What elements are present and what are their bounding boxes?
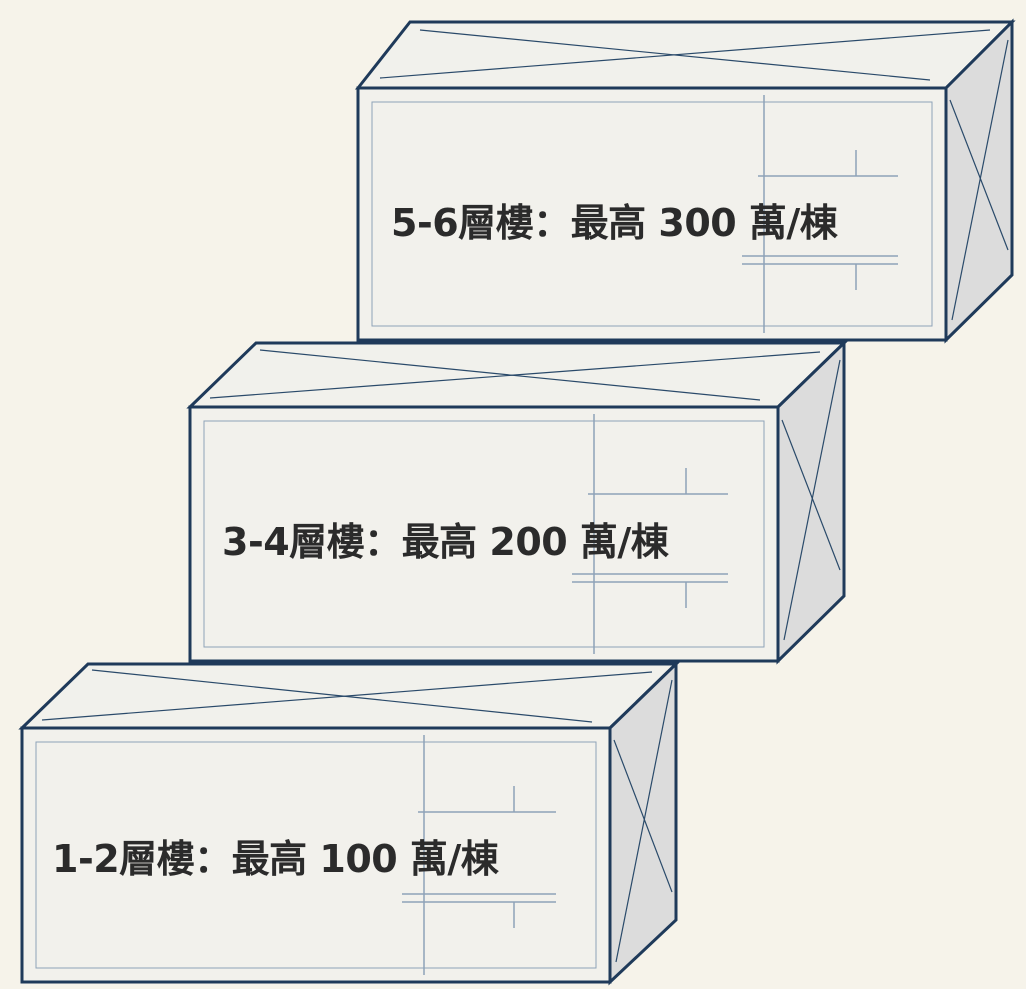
box-front-face [188, 405, 780, 663]
tier-label-5-6: 5-6層樓：最高 300 萬/棟 [391, 201, 839, 245]
box-tier-1-2: 1-2層樓：最高 100 萬/棟 [18, 660, 680, 986]
tier-label-3-4: 3-4層樓：最高 200 萬/棟 [222, 520, 670, 564]
box-tier-3-4: 3-4層樓：最高 200 萬/棟 [186, 339, 848, 665]
box-front-face [20, 726, 612, 984]
box-front-face [356, 86, 948, 342]
box-tier-5-6: 5-6層樓：最高 300 萬/棟 [354, 18, 1016, 344]
tier-label-1-2: 1-2層樓：最高 100 萬/棟 [52, 837, 500, 881]
